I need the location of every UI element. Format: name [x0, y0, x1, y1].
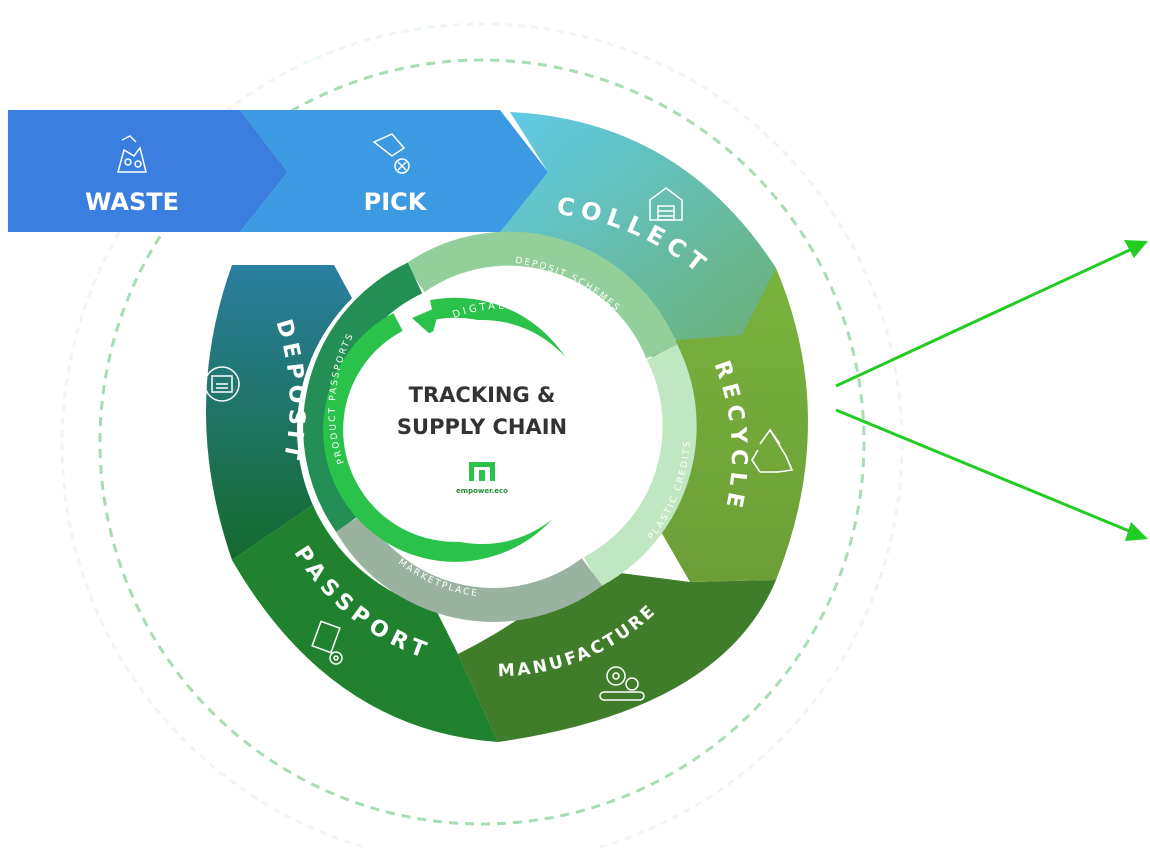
ring-deposit-schemes [405, 231, 678, 359]
trash-pile-icon [117, 135, 147, 173]
warehouse-icon [649, 187, 683, 221]
banner-pick[interactable] [240, 110, 548, 232]
dashed-ring [98, 58, 866, 826]
arrow-down-line [835, 408, 1135, 535]
center-core [370, 320, 594, 544]
digital-identities-arrowhead [412, 306, 440, 336]
output-arrows [835, 240, 1148, 541]
label-waste: WASTE [85, 188, 179, 216]
arrow-up-line [835, 246, 1135, 388]
arrow-down-head [1125, 522, 1148, 541]
label-pick: PICK [364, 188, 428, 216]
segment-collect[interactable] [498, 112, 776, 340]
center-title-line2: SUPPLY CHAIN [397, 415, 567, 439]
arrow-up-head [1124, 240, 1148, 258]
ring-marketplace [335, 513, 603, 622]
banner-waste[interactable] [8, 110, 288, 232]
brand-name: empower.eco [456, 487, 508, 495]
ring-product-passports [303, 262, 423, 532]
center-title-line1: TRACKING & [409, 383, 556, 407]
recycle-icon [751, 428, 794, 473]
passport-location-icon [311, 620, 343, 665]
segment-passport[interactable] [232, 488, 498, 742]
hand-picking-icon [372, 133, 410, 174]
ring-plastic-credits [583, 344, 697, 588]
outer-dashed-ring [60, 22, 904, 848]
empower-logo-icon [469, 462, 495, 481]
factory-gear-icon [599, 666, 645, 701]
deposit-box-icon [204, 366, 240, 402]
